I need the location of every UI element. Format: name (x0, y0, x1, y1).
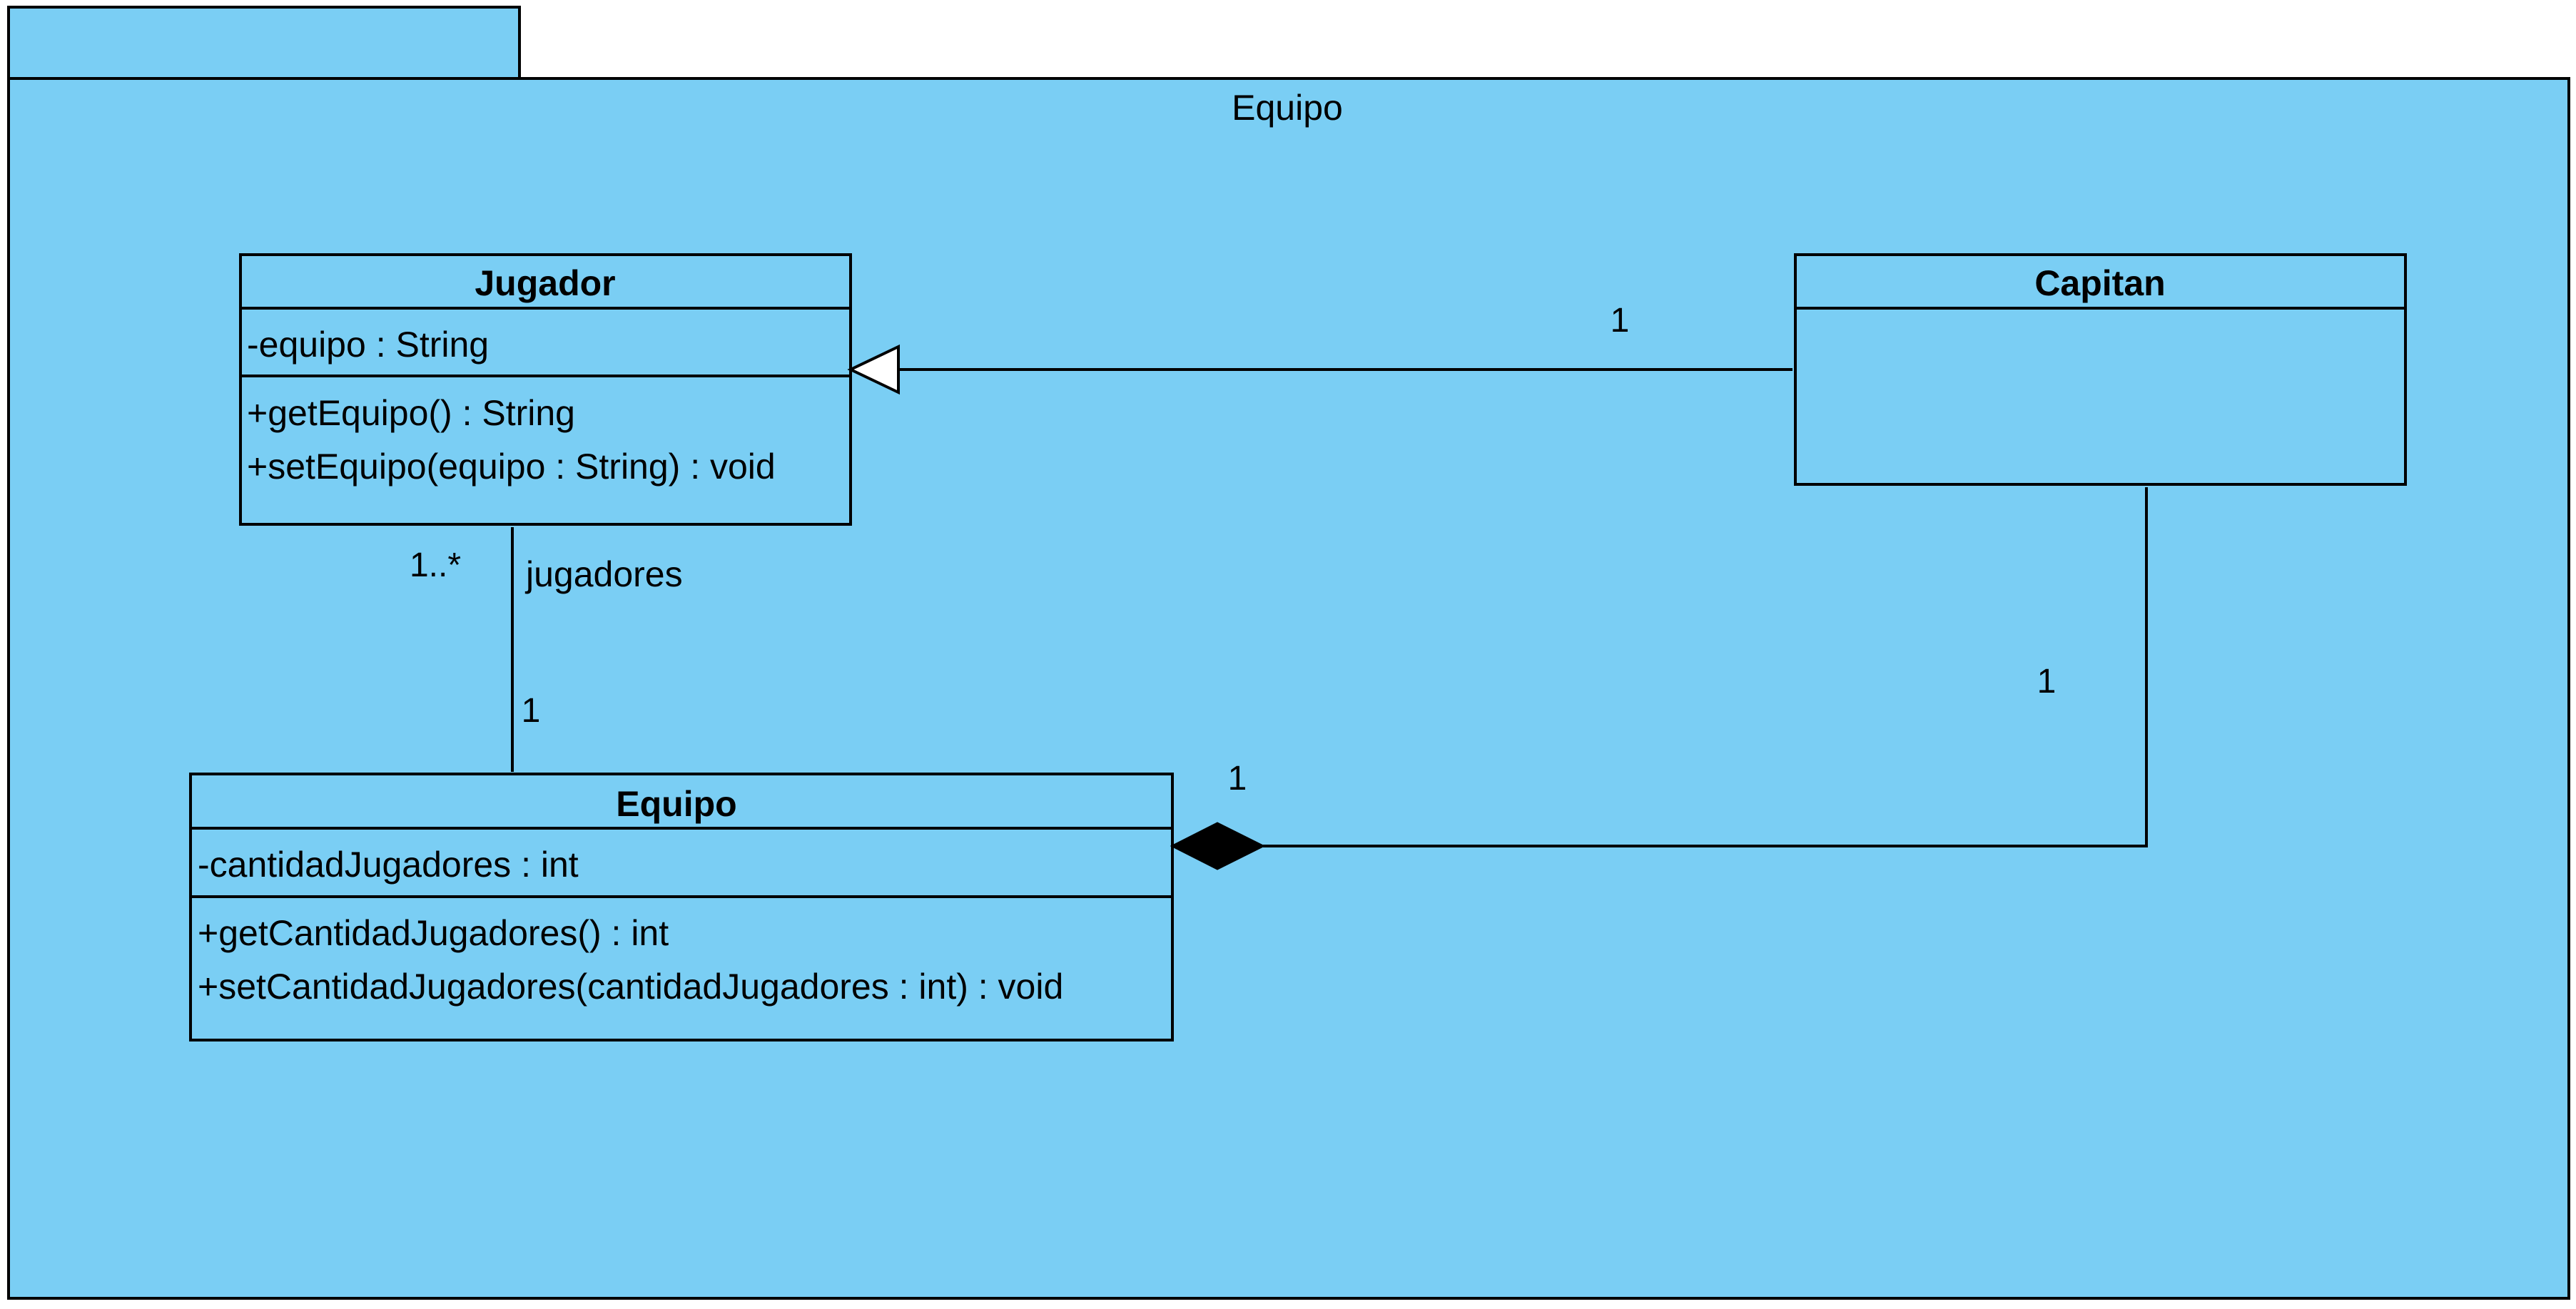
composition-multiplicity-equipo: 1 (1228, 760, 1247, 798)
association-role: jugadores (524, 554, 683, 594)
class-jugador-box (239, 253, 852, 526)
class-capitan[interactable]: Capitan (1794, 253, 2407, 486)
class-equipo-name: Equipo (616, 784, 736, 824)
association-multiplicity-jugador: 1..* (410, 546, 461, 584)
generalization-arrowhead (847, 344, 900, 395)
generalization-multiplicity: 1 (1611, 302, 1630, 340)
class-capitan-name: Capitan (2034, 263, 2165, 303)
class-equipo-method: +getCantidadJugadores() : int (198, 913, 669, 953)
composition-diamond (1170, 822, 1266, 870)
package-tab (7, 6, 521, 80)
composition-equipo-capitan[interactable]: 1 1 (1170, 487, 2148, 870)
composition-multiplicity-capitan: 1 (2037, 663, 2057, 701)
class-equipo[interactable]: Equipo -cantidadJugadores : int +getCant… (189, 773, 1174, 1041)
class-jugador-method: +setEquipo(equipo : String) : void (247, 447, 776, 487)
package-equipo[interactable]: Equipo (7, 6, 2570, 1300)
class-equipo-box (189, 773, 1174, 1041)
class-jugador-attribute: -equipo : String (247, 325, 489, 365)
package-name: Equipo (1232, 88, 1343, 128)
class-equipo-attribute: -cantidadJugadores : int (198, 845, 579, 885)
class-equipo-method: +setCantidadJugadores(cantidadJugadores … (198, 967, 1063, 1007)
class-jugador-method: +getEquipo() : String (247, 393, 575, 433)
class-jugador[interactable]: Jugador -equipo : String +getEquipo() : … (239, 253, 852, 526)
association-multiplicity-equipo: 1 (522, 692, 541, 730)
class-jugador-name: Jugador (475, 263, 615, 303)
association-jugador-equipo[interactable]: 1..* jugadores 1 (410, 527, 683, 772)
generalization-capitan-jugador[interactable]: 1 (847, 302, 1792, 395)
class-capitan-box (1794, 253, 2407, 486)
composition-line (1263, 487, 2148, 847)
